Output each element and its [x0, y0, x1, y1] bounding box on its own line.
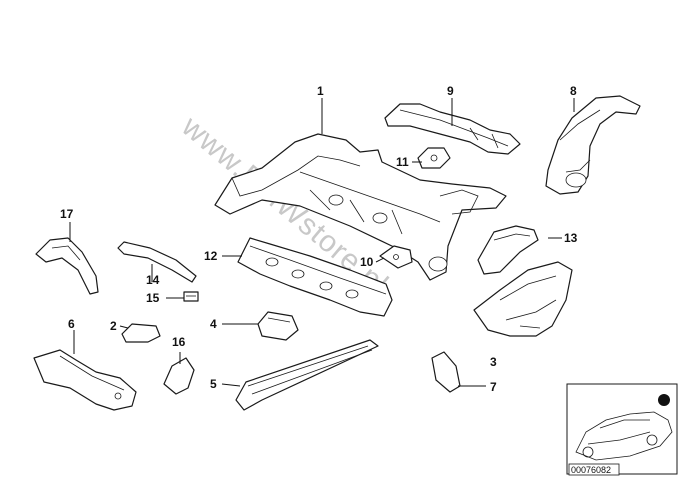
part-8-side-member [545, 95, 641, 195]
part-16-bracket [163, 357, 195, 395]
callout-2: 2 [110, 319, 117, 333]
part-15-bolt [183, 291, 199, 302]
callout-5: 5 [210, 377, 217, 391]
callout-8: 8 [570, 84, 577, 98]
leader-lines [69, 98, 575, 387]
part-1-rear-floor-frame [214, 133, 507, 281]
reference-code: 00076082 [571, 465, 611, 475]
part-14-strut [117, 241, 197, 283]
callout-15: 15 [146, 291, 160, 305]
part-4-bracket [257, 311, 299, 341]
callout-1: 1 [317, 84, 324, 98]
callout-4: 4 [210, 317, 217, 331]
callout-9: 9 [447, 84, 454, 98]
part-13-bracket [477, 225, 539, 275]
callout-13: 13 [564, 231, 578, 245]
callout-12: 12 [204, 249, 218, 263]
part-5-rocker-panel [235, 339, 379, 411]
part-12-rear-cross-member [237, 237, 393, 317]
part-6-member [33, 349, 137, 411]
part-9-cross-member [384, 103, 521, 155]
callout-14: 14 [146, 273, 160, 287]
part-10-bracket [379, 245, 413, 269]
callout-11: 11 [396, 155, 409, 169]
part-3-side-panel [473, 261, 573, 337]
callouts: 1 2 3 4 5 6 7 8 9 10 11 12 13 14 15 16 1… [60, 84, 578, 394]
part-11-plate [417, 147, 451, 169]
callout-3: 3 [490, 355, 497, 369]
callout-6: 6 [68, 317, 75, 331]
part-2-plate [121, 323, 161, 343]
callout-7: 7 [490, 380, 497, 394]
callout-16: 16 [172, 335, 186, 349]
callout-17: 17 [60, 207, 74, 221]
callout-10: 10 [360, 255, 374, 269]
car-location-inset: 00076082 [566, 383, 678, 476]
part-7-bracket [431, 351, 461, 393]
part-17-bracket [35, 237, 99, 295]
location-marker-icon [658, 394, 670, 406]
